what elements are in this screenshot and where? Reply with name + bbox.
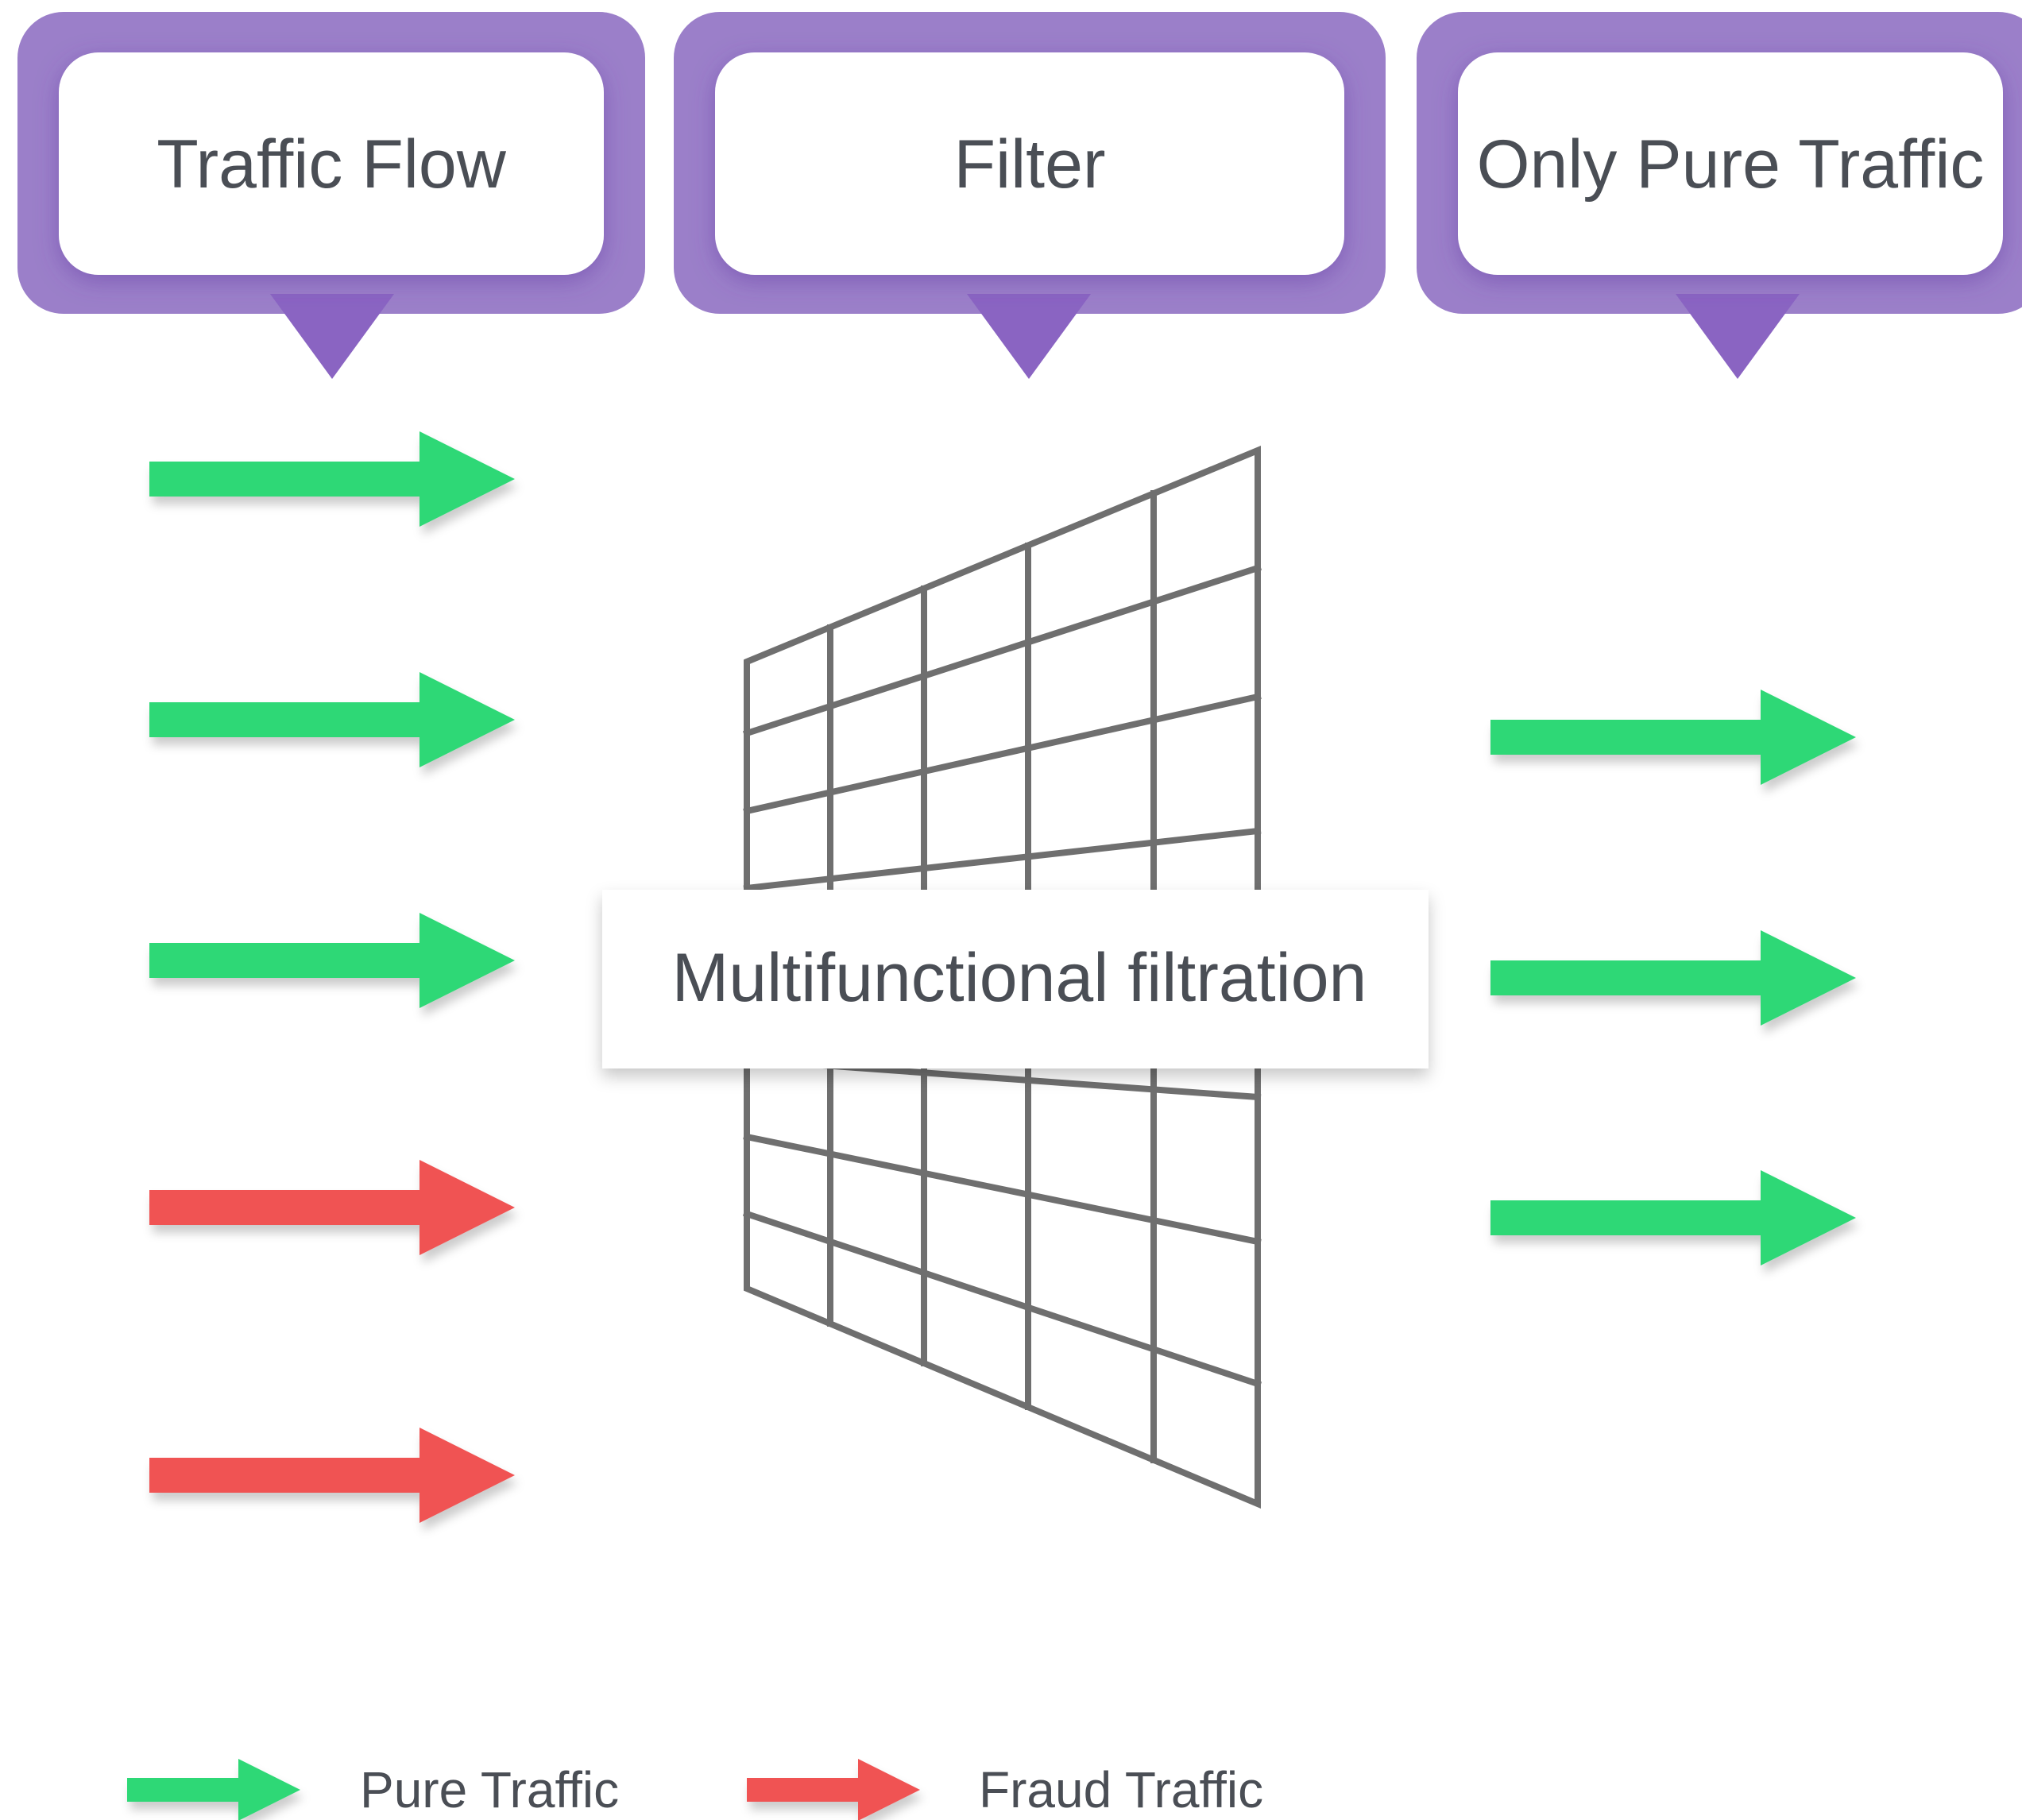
callout-pointer — [967, 294, 1091, 379]
callout-2: Filter — [674, 12, 1386, 379]
legend-label: Fraud Traffic — [979, 1761, 1263, 1818]
legend-item-pure: Pure Traffic — [127, 1759, 619, 1820]
filter-label-box: Multifunctional filtration — [602, 890, 1429, 1068]
callout-pointer — [270, 294, 394, 379]
input-arrow-pure — [149, 913, 515, 1008]
input-arrows — [149, 431, 515, 1523]
output-arrow-pure — [1490, 1170, 1856, 1265]
callout-label: Only Pure Traffic — [1477, 126, 1985, 203]
callout-1: Traffic Flow — [17, 12, 645, 379]
callout-label: Traffic Flow — [157, 126, 507, 203]
legend-arrow-pure — [127, 1759, 300, 1820]
filter-label: Multifunctional filtration — [672, 940, 1367, 1016]
output-arrows — [1490, 690, 1856, 1265]
legend-label: Pure Traffic — [360, 1761, 619, 1818]
output-arrow-pure — [1490, 690, 1856, 785]
callout-3: Only Pure Traffic — [1417, 12, 2022, 379]
callout-inner — [59, 52, 604, 275]
callout-inner — [1458, 52, 2003, 275]
callout-inner — [715, 52, 1344, 275]
legend: Pure Traffic Fraud Traffic — [127, 1759, 1263, 1820]
legend-arrow-fraud — [747, 1759, 920, 1820]
input-arrow-fraud — [149, 1160, 515, 1255]
output-arrow-pure — [1490, 930, 1856, 1026]
callout-pointer — [1676, 294, 1800, 379]
input-arrow-pure — [149, 672, 515, 767]
legend-item-fraud: Fraud Traffic — [747, 1759, 1263, 1820]
input-arrow-fraud — [149, 1428, 515, 1523]
callout-label: Filter — [953, 126, 1105, 203]
input-arrow-pure — [149, 431, 515, 527]
